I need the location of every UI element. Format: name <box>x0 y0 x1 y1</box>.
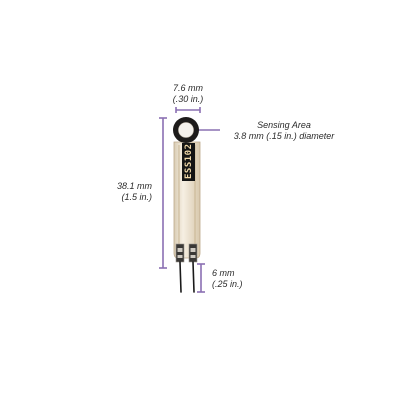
tail-mm: 6 mm <box>212 268 235 278</box>
width-label: 7.6 mm (.30 in.) <box>162 83 214 105</box>
lead-left <box>179 261 182 293</box>
sensing-area-title: Sensing Area <box>257 120 311 130</box>
tail-label: 6 mm (.25 in.) <box>212 268 262 290</box>
width-inch: (.30 in.) <box>172 94 204 104</box>
contact-right <box>188 243 198 263</box>
sensing-area-spec: 3.8 mm (.15 in.) diameter <box>233 131 335 141</box>
dimension-lines <box>159 107 220 293</box>
tail-inch: (.25 in.) <box>212 279 243 289</box>
sensor-body: ESS102 <box>173 117 201 293</box>
contact-left <box>175 243 185 263</box>
lead-right <box>192 261 195 293</box>
part-label-text: ESS102 <box>184 143 194 179</box>
length-inch: (1.5 in.) <box>121 192 152 202</box>
sensor-leads <box>179 261 195 293</box>
part-label-strip <box>182 143 195 181</box>
width-mm: 7.6 mm <box>172 83 203 93</box>
length-label: 38.1 mm (1.5 in.) <box>96 181 152 203</box>
sensing-disk-inner <box>178 122 194 138</box>
length-mm: 38.1 mm <box>116 181 152 191</box>
sensing-area-label: Sensing Area 3.8 mm (.15 in.) diameter <box>222 120 346 142</box>
